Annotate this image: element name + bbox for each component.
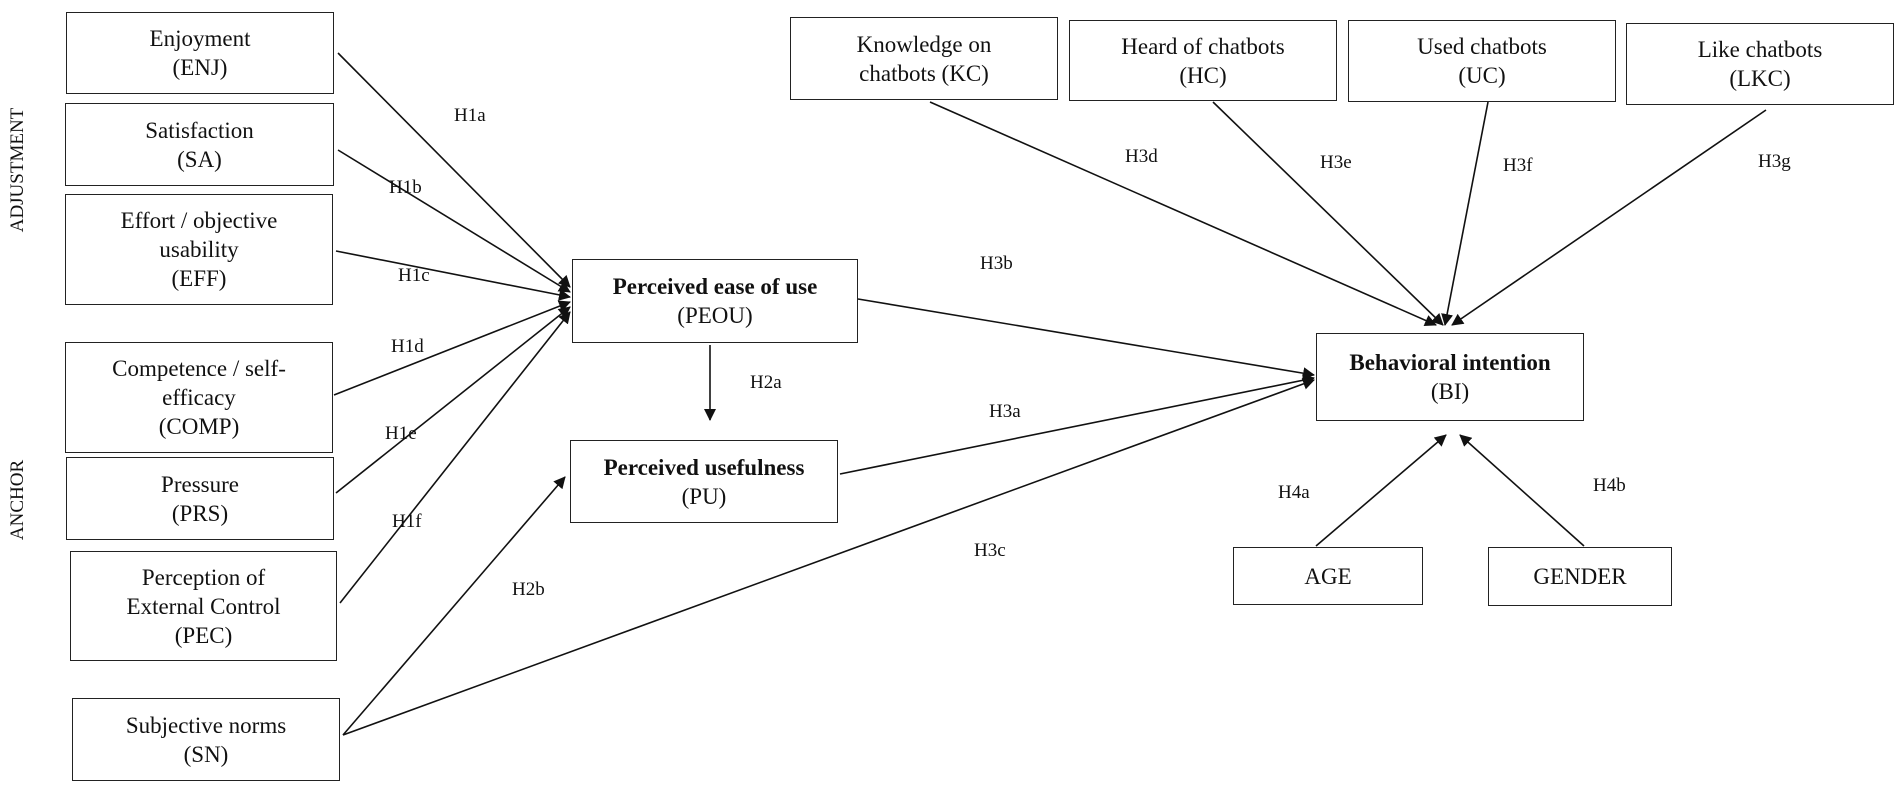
node-behavioral-intention: Behavioral intention (BI) <box>1316 333 1584 421</box>
node-hc-line1: Heard of chatbots <box>1121 33 1285 59</box>
hypothesis-h1d: H1d <box>391 336 424 357</box>
node-satisfaction-line1: Satisfaction <box>145 117 254 143</box>
hypothesis-h2a: H2a <box>750 372 782 393</box>
node-pu-line2: (PU) <box>681 483 727 509</box>
node-peou-line1: Perceived ease of use <box>612 274 818 299</box>
node-uc-line1: Used chatbots <box>1417 34 1547 59</box>
hypothesis-h1f: H1f <box>392 511 422 532</box>
arrow-pec-peou <box>339 311 571 604</box>
arrow-kc-bi <box>929 101 1437 327</box>
arrow-prs-peou <box>335 306 571 494</box>
node-competence-line1: Competence / self- <box>112 356 286 381</box>
arrow-comp-peou <box>333 300 571 396</box>
node-bi-line1: Behavioral intention <box>1349 350 1551 375</box>
arrow-sn-bi <box>342 378 1315 736</box>
arrow-hc-bi <box>1212 101 1444 326</box>
arrow-uc-bi <box>1441 101 1489 326</box>
adjustment-label: ADJUSTMENT <box>7 107 28 233</box>
node-enjoyment: Enjoyment (ENJ) <box>66 12 334 94</box>
node-perceived-usefulness: Perceived usefulness (PU) <box>570 440 838 523</box>
node-knowledge-on-chatbots: Knowledge on chatbots (KC) <box>790 17 1058 100</box>
hypothesis-h2b: H2b <box>512 579 545 600</box>
node-perception-external-control: Perception of External Control (PEC) <box>70 551 337 661</box>
node-pressure-line1: Pressure <box>161 471 239 497</box>
hypothesis-h3f: H3f <box>1503 155 1533 176</box>
node-bi-line2: (BI) <box>1430 379 1470 404</box>
arrow-enj-peou <box>337 52 571 288</box>
node-lkc-line2: (LKC) <box>1729 66 1791 91</box>
hypothesis-h4b: H4b <box>1593 475 1626 496</box>
anchor-label: ANCHOR <box>7 459 28 541</box>
node-like-chatbots: Like chatbots (LKC) <box>1626 23 1894 105</box>
node-competence: Competence / self- efficacy (COMP) <box>65 342 333 453</box>
node-pec-line1: Perception of <box>141 564 266 590</box>
node-competence-line3: (COMP) <box>158 414 240 439</box>
node-pec-line3: (PEC) <box>174 622 233 648</box>
node-age-label: AGE <box>1304 563 1352 589</box>
arrow-sn-pu <box>342 476 566 736</box>
node-pressure-line2: (PRS) <box>171 500 229 526</box>
node-kc-line2: chatbots (KC) <box>859 60 989 86</box>
node-satisfaction-line2: (SA) <box>177 146 222 172</box>
node-competence-line2: efficacy <box>162 385 236 410</box>
arrow-gender-bi <box>1459 434 1585 547</box>
node-uc-line2: (UC) <box>1458 63 1506 88</box>
hypothesis-h3g: H3g <box>1758 151 1791 172</box>
node-lkc-line1: Like chatbots <box>1697 37 1823 62</box>
node-pressure: Pressure (PRS) <box>66 457 334 540</box>
hypothesis-h1e: H1e <box>385 423 417 444</box>
hypothesis-h3a: H3a <box>989 401 1021 422</box>
arrow-peou-bi <box>857 298 1315 380</box>
node-effort: Effort / objective usability (EFF) <box>65 194 333 305</box>
node-pu-line1: Perceived usefulness <box>603 454 805 480</box>
node-perceived-ease-of-use: Perceived ease of use (PEOU) <box>572 259 858 343</box>
node-satisfaction: Satisfaction (SA) <box>65 103 334 186</box>
node-hc-line2: (HC) <box>1179 62 1227 88</box>
node-enjoyment-line2: (ENJ) <box>172 55 228 80</box>
hypothesis-h3c: H3c <box>974 540 1006 561</box>
node-subjective-norms: Subjective norms (SN) <box>72 698 340 781</box>
arrow-sa-peou <box>337 149 571 293</box>
node-gender: GENDER <box>1488 547 1672 606</box>
node-gender-label: GENDER <box>1533 564 1627 589</box>
hypothesis-h4a: H4a <box>1278 482 1310 503</box>
hypothesis-h1c: H1c <box>398 265 430 286</box>
node-sn-line2: (SN) <box>183 741 229 767</box>
hypothesis-h3d: H3d <box>1125 146 1158 167</box>
arrow-eff-peou <box>335 250 571 301</box>
hypothesis-h1a: H1a <box>454 105 486 126</box>
node-used-chatbots: Used chatbots (UC) <box>1348 20 1616 102</box>
arrow-age-bi <box>1315 434 1447 547</box>
arrow-pu-bi <box>839 374 1315 475</box>
node-age: AGE <box>1233 547 1423 605</box>
node-effort-line1: Effort / objective <box>120 208 278 233</box>
node-peou-line2: (PEOU) <box>677 303 753 328</box>
node-effort-line2: usability <box>159 237 239 262</box>
node-sn-line1: Subjective norms <box>125 712 287 738</box>
arrow-lkc-bi <box>1451 109 1767 326</box>
node-heard-of-chatbots: Heard of chatbots (HC) <box>1069 20 1337 101</box>
node-effort-line3: (EFF) <box>171 266 227 291</box>
hypothesis-h1b: H1b <box>389 177 422 198</box>
node-enjoyment-line1: Enjoyment <box>149 26 251 51</box>
hypothesis-h3b: H3b <box>980 253 1013 274</box>
node-pec-line2: External Control <box>126 593 281 619</box>
node-kc-line1: Knowledge on <box>856 31 992 57</box>
hypothesis-h3e: H3e <box>1320 152 1352 173</box>
